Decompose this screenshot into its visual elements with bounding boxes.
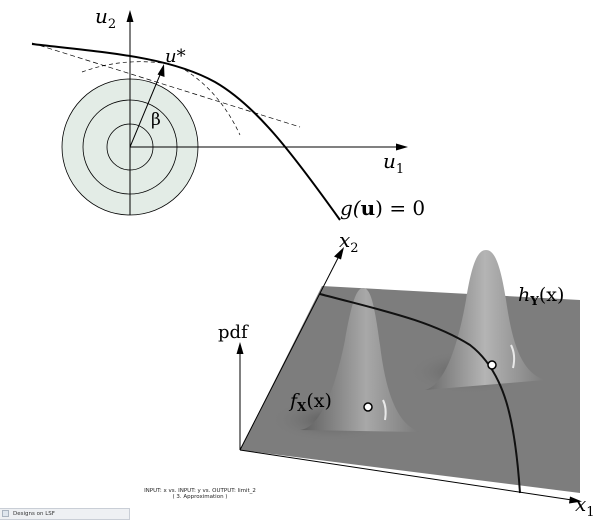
limit-state-label: g(u) = 0 (340, 196, 425, 220)
plot-caption: INPUT: x vs. INPUT: y vs. OUTPUT: limit_… (120, 488, 280, 500)
u1-axis-arrowhead (396, 144, 408, 151)
u1-axis-label: u1 (383, 149, 404, 177)
legend-entry: Designs on LSF (0, 508, 130, 520)
u2-axis-arrowhead (127, 10, 134, 22)
reliability-index-label: β (151, 110, 161, 130)
pdf-axis-arrowhead (237, 342, 244, 354)
approximation-curve-left (82, 62, 162, 72)
pdf-axis-label: pdf (218, 322, 249, 343)
design-point-f (364, 403, 372, 411)
design-point-h (488, 361, 496, 369)
density-hy-label: hY(x) (518, 284, 564, 308)
x2-axis-label: x2 (339, 228, 359, 256)
u2-axis-label: u2 (95, 4, 116, 32)
x1-axis-label: x1 (575, 492, 595, 520)
caption-line-2: ( 3. Approximation ) (120, 494, 280, 500)
beta-vector-arrowhead (158, 64, 165, 77)
legend-swatch-icon (2, 510, 9, 517)
top-panel: u2 u1 u* β g(u) = 0 (32, 4, 425, 220)
legend-label: Designs on LSF (13, 511, 55, 517)
density-fx-label: fX(x) (288, 390, 332, 414)
bottom-panel: x2 x1 pdf fX(x) hY(x) (218, 228, 595, 520)
design-point-label: u* (165, 46, 186, 67)
